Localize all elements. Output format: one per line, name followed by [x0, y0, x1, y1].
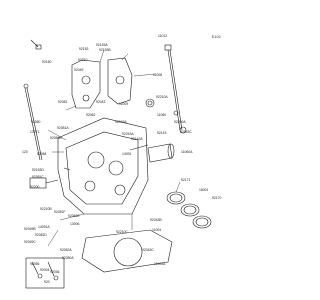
- part-ref: 11004: [152, 228, 162, 232]
- part-ref: 92210C: [116, 230, 128, 234]
- part-ref: 92049: [74, 68, 84, 72]
- part-ref: 92062A: [60, 248, 72, 252]
- part-ref: 92143A: [131, 137, 143, 141]
- part-ref: 92153A: [96, 43, 108, 47]
- cam-holder: [71, 57, 133, 109]
- part-ref: 92171: [181, 178, 191, 182]
- part-ref: 92081B: [50, 136, 62, 140]
- part-ref: 92200A: [174, 120, 186, 124]
- cylinder-head: [57, 117, 149, 215]
- stud-bolt-left: [30, 39, 42, 50]
- part-ref: 92081D: [35, 233, 47, 237]
- part-ref: 11009: [119, 102, 129, 106]
- part-ref: 92049C: [24, 240, 36, 244]
- part-ref: 92170: [212, 196, 222, 200]
- part-ref: 92153D: [32, 168, 44, 172]
- side-cover-left: [29, 177, 59, 189]
- part-ref: 11004A: [154, 262, 166, 266]
- parts-diagram-page: E101: [22, 34, 222, 289]
- page-code: E101: [211, 34, 221, 39]
- part-ref: 92153: [79, 47, 89, 51]
- part-ref: 92081E: [68, 214, 80, 218]
- long-stud-right: [164, 44, 183, 131]
- part-ref: 92081F: [54, 210, 66, 214]
- part-ref: 92062: [86, 113, 96, 117]
- intake-pipe: [147, 143, 175, 163]
- part-ref: 92055: [30, 262, 40, 266]
- exploded-view-drawing: [23, 39, 212, 289]
- part-ref: 92043C: [142, 248, 154, 252]
- part-ref: 92080: [31, 120, 41, 124]
- part-ref: 92004: [40, 268, 50, 272]
- part-ref: 120: [22, 150, 28, 154]
- plug-fittings: [145, 98, 187, 134]
- part-ref: 14091A: [38, 225, 50, 229]
- part-ref: 13006: [70, 222, 80, 226]
- part-ref: 14091: [122, 152, 132, 156]
- part-ref: 92210A: [156, 95, 168, 99]
- part-ref: 92043: [96, 100, 106, 104]
- part-ref: 92210: [78, 58, 88, 62]
- part-ref: 11060A: [181, 150, 193, 154]
- part-ref: 92200: [30, 185, 40, 189]
- part-ref: 92036: [50, 270, 60, 274]
- part-ref: 92080A: [62, 256, 74, 260]
- part-ref: 92049A: [115, 120, 127, 124]
- part-ref: 92084: [37, 152, 47, 156]
- part-ref: 92043A: [122, 132, 134, 136]
- part-ref: 92210B: [40, 207, 52, 211]
- part-ref: 92081A: [57, 126, 69, 130]
- part-ref: 92081C: [32, 175, 44, 179]
- part-ref: 11060: [157, 113, 167, 117]
- valve-parts-group: [25, 257, 65, 289]
- part-ref: 92153B: [99, 48, 111, 52]
- part-ref: 13271: [30, 130, 40, 134]
- part-ref: 11012: [158, 34, 168, 38]
- part-ref: 92143: [157, 131, 167, 135]
- head-gasket: [81, 229, 173, 273]
- part-ref: 92049B: [24, 227, 36, 231]
- part-ref: 92153C: [180, 130, 192, 134]
- o-rings: [166, 191, 212, 229]
- part-ref: 92081: [58, 100, 68, 104]
- part-ref: 92150: [42, 60, 52, 64]
- part-ref: 11008: [153, 73, 163, 77]
- part-ref: 920: [44, 280, 50, 284]
- part-ref: 16001: [199, 188, 209, 192]
- leader-lines: [47, 49, 181, 247]
- long-stud-left: [23, 83, 43, 161]
- part-ref: 92043B: [150, 218, 162, 222]
